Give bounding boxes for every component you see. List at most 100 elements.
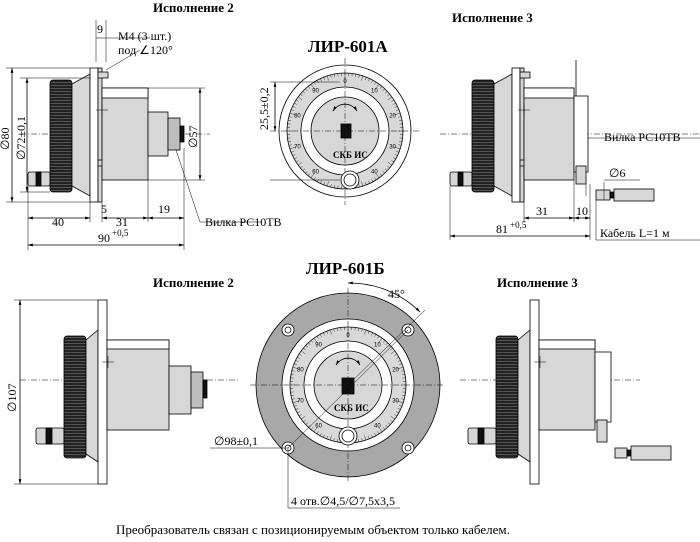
dial-a-tick: [396, 151, 400, 153]
side-view-a-ver2: [6, 20, 262, 250]
dial-b-tick: [382, 427, 386, 430]
dial-b-tick-label: 80: [297, 368, 304, 374]
dial-a-tick: [371, 80, 374, 83]
dial-a-tick: [313, 177, 316, 181]
dial-a-tick: [305, 88, 308, 92]
dial-b-tick: [313, 337, 319, 344]
dial-a-tick: [330, 184, 332, 188]
dial-a-tick: [289, 112, 297, 116]
dial-a-tick: [326, 181, 329, 187]
dial-b-tick: [295, 408, 299, 410]
dial-b-tick: [333, 438, 335, 442]
dial-a-tick-label: 30: [389, 144, 396, 150]
dial-a-tick-label: 40: [371, 169, 378, 175]
dial-a-tick: [310, 83, 316, 90]
dial-b-tick: [300, 415, 306, 420]
dial-b-tick: [319, 334, 322, 337]
dial-b-tick: [390, 419, 393, 423]
dial-b-tick: [401, 370, 405, 372]
dial-a-tick: [394, 154, 398, 156]
dial-a-tick-label: 80: [294, 114, 301, 120]
dial-b-tick: [364, 329, 367, 335]
side-view-b-ver3: [460, 299, 672, 485]
dial-a-tick: [326, 75, 329, 81]
dial-b-tick: [394, 414, 398, 417]
dial-a-tick: [287, 119, 292, 121]
dial-a-tick: [290, 151, 294, 153]
dim-offset-25-5: 25,5±0,2: [257, 87, 271, 130]
dial-b-tick: [361, 328, 363, 332]
dial-b-tick: [293, 405, 297, 407]
dial-logo-a: СКБ ИС: [333, 150, 368, 160]
dim-len-19: 19: [158, 202, 170, 216]
dial-b-tick: [382, 340, 386, 343]
dim-dia-72: ∅72±0,1: [14, 116, 28, 160]
dial-a-tick: [374, 177, 377, 181]
dial-b-tick: [390, 347, 393, 351]
dial-logo-b: СКБ ИС: [334, 403, 369, 413]
dial-b-tick: [394, 353, 398, 356]
dial-b-tick: [305, 422, 309, 425]
dial-b-tick: [390, 415, 396, 420]
dial-a-tick: [307, 173, 311, 176]
dim-total-90: 90: [98, 231, 110, 245]
label-holes: 4 отв.∅4,5/∅7,5х3,5: [291, 494, 395, 508]
dial-b-tick: [377, 426, 383, 433]
dial-b-tick: [361, 438, 363, 442]
dial-b-tick-label: 10: [374, 343, 381, 349]
dial-b-tick-label: 30: [392, 398, 399, 404]
dial-a-tick: [398, 116, 402, 118]
dial-a-tick-label: 70: [294, 144, 301, 150]
dial-a-tick: [290, 109, 294, 111]
dial-b-tick: [310, 340, 314, 343]
dial-a-tick: [393, 157, 396, 160]
dial-b-tick: [368, 330, 370, 334]
dial-a-tick: [288, 144, 292, 146]
dial-a-tick: [371, 179, 374, 182]
dial-b-tick: [298, 353, 302, 356]
label-connector-a: Вилка РС10ТВ: [205, 215, 282, 229]
dial-b-tick: [319, 433, 322, 436]
dial-b-tick-label: 40: [374, 423, 381, 429]
dial-a-tick: [368, 180, 370, 184]
dial-a-tick: [305, 170, 308, 174]
dial-b-tick: [358, 327, 360, 332]
dial-b-tick: [303, 419, 306, 423]
dial-a-tick: [361, 75, 364, 81]
dial-a-tick: [358, 74, 360, 78]
dial-a-tick: [297, 161, 303, 166]
dial-b-tick: [399, 405, 403, 407]
dial-a-tick: [384, 168, 388, 171]
side-view-b-ver2: [14, 299, 240, 485]
dial-b-tick: [305, 345, 309, 348]
dial-a-tick: [387, 161, 393, 166]
dial-b-tick: [313, 426, 319, 433]
dial-b-tick: [291, 370, 295, 372]
dial-a-tick: [316, 80, 319, 83]
side-view-a-ver3: [440, 60, 700, 241]
dial-a-tick: [333, 184, 335, 189]
dial-b-tick: [333, 328, 335, 332]
dial-b-tick: [290, 373, 295, 375]
dial-a-tick: [313, 81, 316, 85]
dial-a-tick: [387, 96, 393, 101]
dial-b-tick: [399, 363, 403, 365]
dial-b-tick: [396, 356, 399, 359]
dial-a-tick: [365, 182, 367, 186]
dial-b-tick: [290, 395, 295, 397]
dial-a-tick-label: 0: [343, 79, 347, 85]
dial-b-tick: [291, 398, 295, 400]
footer-note: Преобразователь связан с позиционируемым…: [116, 522, 510, 537]
dial-b-tick: [310, 427, 314, 430]
dial-a-tick: [300, 165, 303, 169]
dial-b-tick: [401, 395, 406, 397]
dial-a-tick: [368, 78, 370, 82]
dial-b-tick: [336, 438, 338, 443]
dial-a-tick: [374, 81, 377, 85]
dial-a-tick: [382, 170, 385, 174]
dial-a-tick: [295, 160, 299, 163]
dial-a-tick: [297, 96, 303, 101]
dim-thread: М4 (3 шт.): [118, 29, 171, 43]
dial-b-tick: [295, 360, 299, 362]
